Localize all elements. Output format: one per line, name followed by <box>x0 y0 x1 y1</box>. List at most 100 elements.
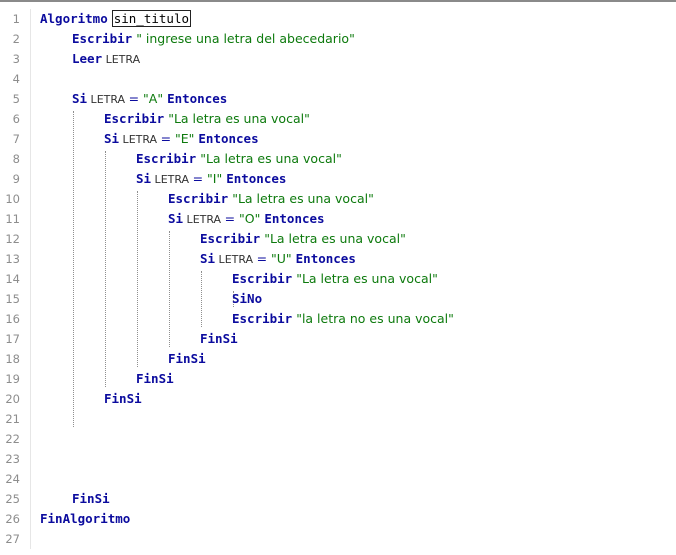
keyword-token: Escribir <box>168 191 229 206</box>
line-number: 10 <box>5 192 20 206</box>
string-token: "La letra es una vocal" <box>228 191 374 206</box>
code-text: Escribir "La letra es una vocal" <box>232 269 438 289</box>
line-number: 7 <box>12 132 20 146</box>
gutter-border <box>30 9 31 549</box>
code-text: Si LETRA = "E" Entonces <box>104 129 259 150</box>
line-number: 26 <box>5 512 20 526</box>
keyword-token: Leer <box>72 51 103 66</box>
string-token: "La letra es una vocal" <box>164 111 310 126</box>
indent-guide <box>169 231 170 347</box>
line-number: 3 <box>12 52 20 66</box>
line-number: 5 <box>12 92 20 106</box>
string-token: "O" <box>239 211 265 226</box>
code-line[interactable]: 8 Escribir "La letra es una vocal" <box>0 149 676 169</box>
code-line[interactable]: 3 Leer LETRA <box>0 49 676 69</box>
line-number: 13 <box>5 252 20 266</box>
code-text: FinSi <box>136 369 174 389</box>
algorithm-name-token[interactable]: sin_titulo <box>111 10 191 27</box>
line-number: 20 <box>5 392 20 406</box>
keyword-token: Escribir <box>232 311 293 326</box>
keyword-token: Algoritmo <box>40 11 108 26</box>
window-top-border <box>0 0 676 2</box>
indent-guide <box>233 291 234 307</box>
identifier-token: LETRA <box>151 173 193 186</box>
keyword-token: Escribir <box>200 231 261 246</box>
code-line[interactable]: 25 FinSi <box>0 489 676 509</box>
line-number: 9 <box>12 172 20 186</box>
indent-guide <box>73 111 74 427</box>
line-number: 24 <box>5 472 20 486</box>
operator-token: = <box>160 131 176 146</box>
code-line[interactable]: 23 <box>0 449 676 469</box>
code-text: Leer LETRA <box>72 49 140 70</box>
code-text: Escribir "la letra no es una vocal" <box>232 309 454 329</box>
line-number: 1 <box>12 12 20 26</box>
operator-token: = <box>192 171 208 186</box>
code-text: FinSi <box>72 489 110 509</box>
string-token: "U" <box>271 251 296 266</box>
indent-guide <box>105 151 106 387</box>
line-number: 8 <box>12 152 20 166</box>
line-number: 15 <box>5 292 20 306</box>
code-text: FinAlgoritmo <box>40 509 130 529</box>
code-line[interactable]: 13 Si LETRA = "U" Entonces <box>0 249 676 269</box>
code-line[interactable]: 10 Escribir "La letra es una vocal" <box>0 189 676 209</box>
keyword-token: Entonces <box>295 251 356 266</box>
keyword-token: FinSi <box>200 331 238 346</box>
code-line[interactable]: 9 Si LETRA = "I" Entonces <box>0 169 676 189</box>
code-text: FinSi <box>104 389 142 409</box>
indent-guide <box>137 191 138 367</box>
code-line[interactable]: 20 FinSi <box>0 389 676 409</box>
keyword-token: Si <box>104 131 120 146</box>
code-line[interactable]: 5 Si LETRA = "A" Entonces <box>0 89 676 109</box>
code-text: SiNo <box>232 289 262 309</box>
line-number: 25 <box>5 492 20 506</box>
code-line[interactable]: 16 Escribir "la letra no es una vocal" <box>0 309 676 329</box>
code-text: Escribir " ingrese una letra del abeceda… <box>72 29 355 49</box>
keyword-token: Entonces <box>198 131 259 146</box>
code-text: Si LETRA = "A" Entonces <box>72 89 227 110</box>
code-text: Escribir "La letra es una vocal" <box>168 189 374 209</box>
code-line[interactable]: 27 <box>0 529 676 549</box>
string-token: "la letra no es una vocal" <box>292 311 454 326</box>
keyword-token: FinAlgoritmo <box>40 511 131 526</box>
identifier-token: LETRA <box>119 133 161 146</box>
code-line[interactable]: 17 FinSi <box>0 329 676 349</box>
line-number: 17 <box>5 332 20 346</box>
code-text: Si LETRA = "I" Entonces <box>136 169 286 190</box>
line-number: 12 <box>5 232 20 246</box>
keyword-token: Si <box>136 171 152 186</box>
line-number: 16 <box>5 312 20 326</box>
identifier-token: LETRA <box>102 53 141 66</box>
code-line[interactable]: 24 <box>0 469 676 489</box>
line-number: 21 <box>5 412 20 426</box>
code-text: Si LETRA = "U" Entonces <box>200 249 356 270</box>
keyword-token: Si <box>200 251 216 266</box>
keyword-token: Entonces <box>264 211 325 226</box>
string-token: "La letra es una vocal" <box>196 151 342 166</box>
operator-token: = <box>224 211 240 226</box>
indent-guide <box>201 271 202 327</box>
code-line[interactable]: 14 Escribir "La letra es una vocal" <box>0 269 676 289</box>
code-line[interactable]: 7 Si LETRA = "E" Entonces <box>0 129 676 149</box>
string-token: "A" <box>143 91 168 106</box>
keyword-token: Escribir <box>136 151 197 166</box>
code-line[interactable]: 22 <box>0 429 676 449</box>
line-number: 11 <box>5 212 20 226</box>
code-line[interactable]: 19 FinSi <box>0 369 676 389</box>
code-line[interactable]: 15 SiNo <box>0 289 676 309</box>
line-number: 19 <box>5 372 20 386</box>
string-token: "La letra es una vocal" <box>292 271 438 286</box>
keyword-token: FinSi <box>104 391 142 406</box>
code-line[interactable]: 21 <box>0 409 676 429</box>
line-number: 14 <box>5 272 20 286</box>
code-line[interactable]: 26 FinAlgoritmo <box>0 509 676 529</box>
code-line[interactable]: 4 <box>0 69 676 89</box>
